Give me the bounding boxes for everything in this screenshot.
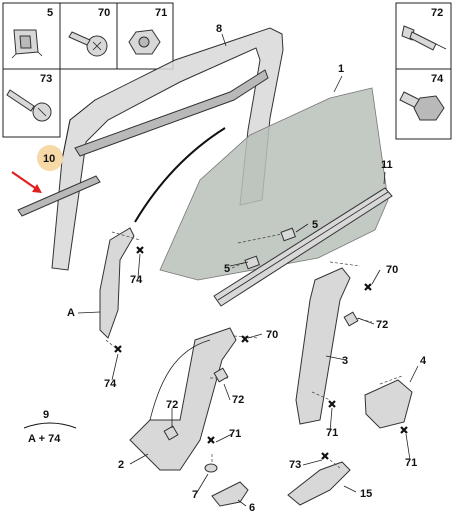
glass-clips: [231, 227, 296, 270]
callout-3: 3: [342, 355, 348, 367]
clip-icon: [11, 29, 43, 59]
switch-panel: [287, 459, 351, 506]
callout-9-formula: A + 74: [28, 433, 61, 445]
callout-5b: 5: [224, 263, 230, 275]
callout-72c: 72: [166, 399, 178, 411]
callout-10: 10: [43, 153, 55, 165]
callout-9: 9: [43, 409, 49, 421]
fastener-box-group-left: 5 70 71 73: [2, 2, 174, 138]
callout-72b: 72: [232, 394, 244, 406]
callout-labels: 1 2 3 4 5 5 6 7 8 9 A + 74 10 11 15 70 7…: [23, 23, 427, 514]
callout-7: 7: [192, 489, 198, 501]
spring-pin: [204, 454, 218, 473]
callout-71b: 71: [405, 457, 417, 469]
callout-9-brace: [23, 422, 77, 429]
box-label-71: 71: [155, 7, 167, 19]
callout-70b: 70: [266, 329, 278, 341]
fastener-box-group-right: 72 74: [395, 2, 452, 140]
flange-bolt-icon: [399, 91, 445, 121]
callout-74b: 74: [104, 378, 117, 390]
nut-icon: [128, 29, 161, 55]
window-regulator-rail: [295, 261, 373, 425]
waist-weatherstrip: [17, 175, 101, 217]
callout-1: 1: [338, 63, 344, 75]
callout-4: 4: [420, 355, 427, 367]
self-tapping-screw-icon: [6, 89, 52, 122]
callout-5a: 5: [312, 219, 318, 231]
callout-2: 2: [118, 459, 124, 471]
callout-A: A: [67, 307, 75, 319]
callout-73: 73: [289, 459, 301, 471]
regulator-motor: [364, 375, 413, 429]
rivet-points: [163, 311, 359, 441]
callout-74a: 74: [130, 274, 143, 286]
callout-72a: 72: [376, 319, 388, 331]
inner-handle: [211, 481, 249, 507]
bolt-location-markers: [114, 246, 408, 460]
box-label-74: 74: [431, 73, 444, 85]
callout-8: 8: [216, 23, 222, 35]
box-label-73: 73: [40, 73, 52, 85]
callout-6: 6: [249, 502, 255, 514]
callout-71a: 71: [326, 427, 338, 439]
box-label-72: 72: [431, 7, 443, 19]
outer-belt-strip: [213, 187, 393, 307]
callout-15: 15: [360, 488, 372, 500]
leader-lines: [77, 33, 419, 507]
box-label-5: 5: [47, 7, 53, 19]
bracket-a: [99, 227, 141, 351]
screw-icon: [68, 31, 108, 57]
box-label-70: 70: [98, 7, 110, 19]
rivet-icon: [401, 25, 447, 51]
highlight-circle: [37, 145, 63, 171]
red-arrow: [11, 171, 42, 193]
callout-11: 11: [381, 159, 393, 171]
callout-70a: 70: [386, 264, 398, 276]
callout-71c: 71: [229, 428, 241, 440]
